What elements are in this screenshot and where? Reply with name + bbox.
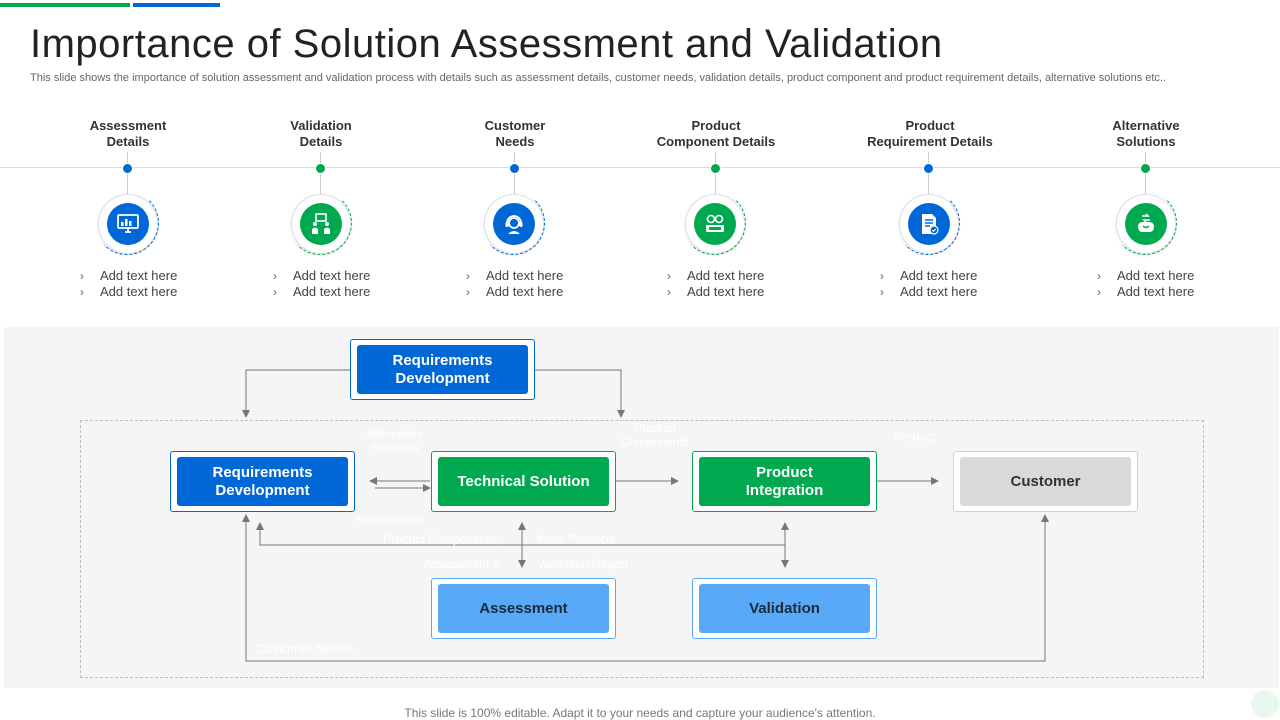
technical-solution-box: Technical Solution (431, 451, 616, 512)
flow-label-assessment-report: Assessment & (424, 557, 501, 571)
page-subtitle: This slide shows the importance of solut… (30, 72, 1167, 84)
customer-headset-icon (493, 203, 535, 245)
assessment-box: Assessment (431, 578, 616, 639)
accent-bar-green (0, 3, 130, 7)
timeline-stem (514, 174, 515, 195)
timeline-stem (320, 174, 321, 195)
list-item: ›Add text here (1097, 268, 1195, 283)
column-title: Product Component Details (656, 118, 776, 149)
accent-bar-blue (133, 3, 220, 7)
column-title: Product Requirement Details (867, 118, 993, 149)
list-item: ›Add text here (667, 268, 765, 283)
timeline-stem (715, 152, 716, 163)
timeline-stem (928, 174, 929, 195)
column-product-component-details: Product Component Details (616, 118, 816, 150)
column-product-requirement-details: Product Requirement Details (830, 118, 1030, 150)
requirements-development-box: Requirements Development (170, 451, 355, 512)
bullet-list: ›Add text here ›Add text here (273, 268, 473, 300)
list-item: ›Add text here (667, 284, 765, 299)
column-title: Customer Needs (484, 118, 546, 149)
timeline-stem (1145, 152, 1146, 163)
list-item: ›Add text here (80, 268, 178, 283)
icon-badge (481, 191, 545, 255)
timeline-dot (923, 163, 934, 174)
column-customer-needs: Customer Needs (415, 118, 615, 150)
flow-label-requirements: Requirements (355, 514, 425, 526)
page-title: Importance of Solution Assessment and Va… (30, 22, 943, 66)
flow-label-alternative-solutions: Alternative Solutions (366, 427, 424, 455)
list-item: ›Add text here (466, 268, 564, 283)
list-item: ›Add text here (466, 284, 564, 299)
timeline-dot (315, 163, 326, 174)
box-label: Requirements Development (177, 457, 348, 506)
flow-label-product: Product (894, 430, 936, 444)
column-title: Assessment Details (89, 118, 167, 149)
customer-box: Customer (953, 451, 1138, 512)
timeline-stem (1145, 174, 1146, 195)
bullet-list: ›Add text here ›Add text here (80, 268, 280, 300)
product-component-icon (694, 203, 736, 245)
brain-arrows-icon (1125, 203, 1167, 245)
column-alternative-solutions: Alternative Solutions (1046, 118, 1246, 150)
timeline-dot (122, 163, 133, 174)
icon-badge (288, 191, 352, 255)
validation-box: Validation (692, 578, 877, 639)
timeline-dot (710, 163, 721, 174)
flow-label-validation-report: Validation Report (537, 557, 629, 571)
presentation-people-icon (300, 203, 342, 245)
footer-note: This slide is 100% editable. Adapt it to… (404, 706, 876, 720)
icon-badge (95, 191, 159, 255)
icon-badge (682, 191, 746, 255)
corner-decoration (1251, 690, 1279, 718)
icon-badge (1113, 191, 1177, 255)
list-item: ›Add text here (880, 268, 978, 283)
list-item: ›Add text here (1097, 284, 1195, 299)
flow-label-work-products: Work Products (537, 532, 616, 546)
column-title: Validation Details (290, 118, 352, 149)
process-boundary (80, 420, 1204, 678)
box-label: Product Integration (699, 457, 870, 506)
list-item: ›Add text here (80, 284, 178, 299)
column-assessment-details: Assessment Details (28, 118, 228, 150)
timeline-stem (127, 174, 128, 195)
column-validation-details: Validation Details (221, 118, 421, 150)
list-item: ›Add text here (273, 268, 371, 283)
bullet-list: ›Add text here ›Add text here (1097, 268, 1280, 300)
flow-label-customer-needs: Customer Needs (256, 641, 354, 656)
timeline-dot (1140, 163, 1151, 174)
box-label: Requirements Development (357, 345, 528, 394)
list-item: ›Add text here (880, 284, 978, 299)
icon-badge (896, 191, 960, 255)
timeline-stem (928, 152, 929, 163)
bullet-list: ›Add text here ›Add text here (667, 268, 867, 300)
bullet-list: ›Add text here ›Add text here (466, 268, 666, 300)
box-label: Customer (960, 457, 1131, 506)
box-label: Validation (699, 584, 870, 633)
list-item: ›Add text here (273, 284, 371, 299)
timeline-stem (514, 152, 515, 163)
requirements-development-top-box: Requirements Development (350, 339, 535, 400)
box-label: Technical Solution (438, 457, 609, 506)
timeline-dot (509, 163, 520, 174)
flow-label-product-components: Product Components (620, 421, 690, 449)
timeline-stem (715, 174, 716, 195)
timeline-line (0, 167, 1280, 168)
flow-label-product-components-work: Product Components, (383, 532, 500, 546)
document-check-icon (908, 203, 950, 245)
box-label: Assessment (438, 584, 609, 633)
column-title: Alternative Solutions (1112, 118, 1180, 149)
product-integration-box: Product Integration (692, 451, 877, 512)
monitor-chart-icon (107, 203, 149, 245)
timeline-stem (320, 152, 321, 163)
bullet-list: ›Add text here ›Add text here (880, 268, 1080, 300)
timeline-stem (127, 152, 128, 163)
